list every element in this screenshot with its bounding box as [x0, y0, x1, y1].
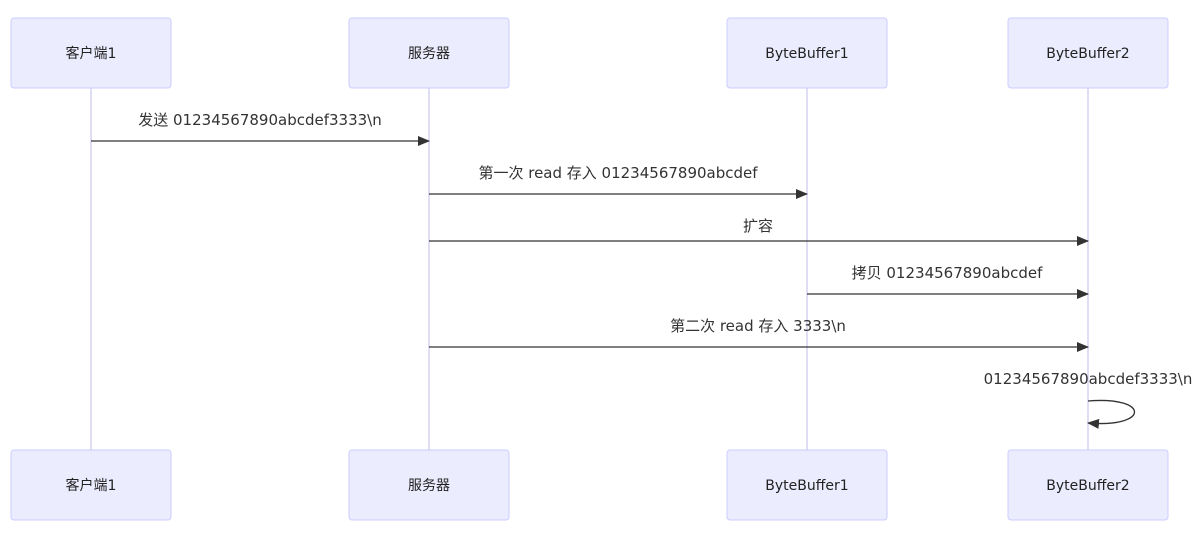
actor-bottom-bytebuffer1: ByteBuffer1	[726, 449, 888, 521]
actor-label-server-bottom: 服务器	[408, 478, 450, 494]
actor-label-bytebuffer1: ByteBuffer1	[765, 46, 848, 62]
message-label-expand: 扩容	[743, 217, 773, 235]
message-arrow-self	[1087, 399, 1135, 429]
message-label-self: 01234567890abcdef3333\n	[984, 370, 1193, 388]
actor-top-client: 客户端1	[10, 17, 172, 89]
actor-bottom-client: 客户端1	[10, 449, 172, 521]
message-first-read: 第一次 read 存入 01234567890abcdef	[429, 164, 808, 199]
message-copy: 拷贝 01234567890abcdef	[807, 264, 1089, 299]
actor-bottom-server: 服务器	[348, 449, 510, 521]
message-label-copy: 拷贝 01234567890abcdef	[852, 264, 1043, 282]
message-second-read: 第二次 read 存入 3333\n	[429, 317, 1089, 352]
actor-label-client-bottom: 客户端1	[66, 477, 117, 494]
actor-label-server: 服务器	[408, 46, 450, 62]
message-label-send: 发送 01234567890abcdef3333\n	[138, 111, 381, 129]
message-send: 发送 01234567890abcdef3333\n	[91, 111, 430, 146]
message-label-first-read: 第一次 read 存入 01234567890abcdef	[478, 164, 758, 182]
message-expand: 扩容	[429, 217, 1089, 246]
message-label-second-read: 第二次 read 存入 3333\n	[670, 317, 846, 335]
actor-top-server: 服务器	[348, 17, 510, 89]
actor-label-client: 客户端1	[66, 45, 117, 62]
actor-label-bytebuffer2: ByteBuffer2	[1046, 46, 1129, 62]
actor-bottom-bytebuffer2: ByteBuffer2	[1007, 449, 1169, 521]
actor-label-bytebuffer1-bottom: ByteBuffer1	[765, 478, 848, 494]
message-self: 01234567890abcdef3333\n	[984, 370, 1193, 429]
actor-top-bytebuffer1: ByteBuffer1	[726, 17, 888, 89]
actor-label-bytebuffer2-bottom: ByteBuffer2	[1046, 478, 1129, 494]
actor-top-bytebuffer2: ByteBuffer2	[1007, 17, 1169, 89]
